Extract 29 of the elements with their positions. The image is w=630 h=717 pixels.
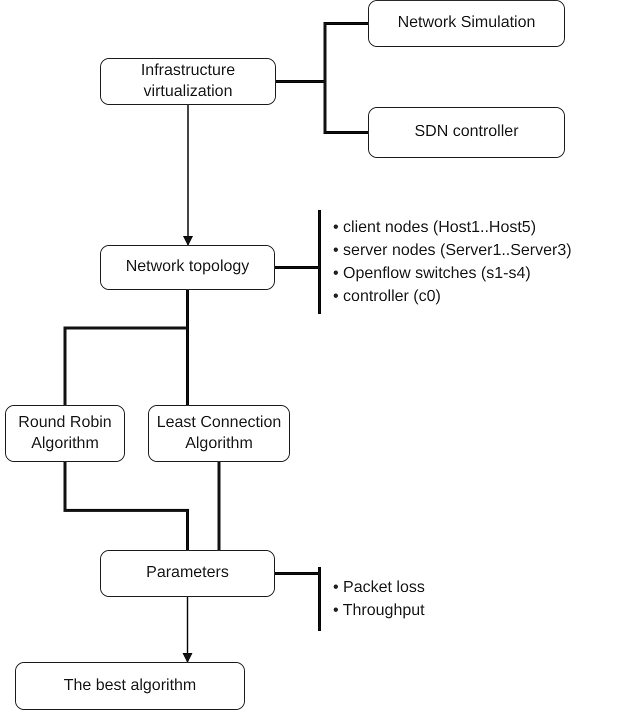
box-label: Least Connection Algorithm xyxy=(156,412,282,454)
list-item: • controller (c0) xyxy=(333,287,442,308)
arrow xyxy=(182,597,192,663)
box-label: Infrastructure virtualization xyxy=(140,60,236,102)
process-box xyxy=(148,405,290,462)
process-box xyxy=(368,107,565,158)
process-box xyxy=(100,245,275,290)
connector-line xyxy=(276,80,368,134)
process-box xyxy=(100,550,275,597)
process-box xyxy=(368,0,565,47)
process-box xyxy=(15,662,245,710)
list-item: • Openflow switches (s1-s4) xyxy=(333,264,532,284)
connector-line xyxy=(64,462,189,550)
process-box xyxy=(100,58,276,105)
connector-line xyxy=(275,266,320,269)
connector-line xyxy=(218,462,220,550)
process-box xyxy=(5,405,125,462)
box-label: Round Robin Algorithm xyxy=(17,412,113,454)
box-label: Network Simulation xyxy=(398,13,536,34)
box-label: SDN controller xyxy=(414,122,519,142)
list-item: • client nodes (Host1..Host5) xyxy=(333,218,538,238)
box-label: The best algorithm xyxy=(64,676,196,696)
list-item: • Packet loss xyxy=(333,578,426,598)
connector-line xyxy=(275,572,320,575)
arrow xyxy=(183,105,193,246)
list-item: • Throughput xyxy=(333,601,426,621)
list-item: • server nodes (Server1..Server3) xyxy=(333,240,573,261)
box-label: Network topology xyxy=(126,257,250,278)
box-label: Parameters xyxy=(146,563,229,584)
